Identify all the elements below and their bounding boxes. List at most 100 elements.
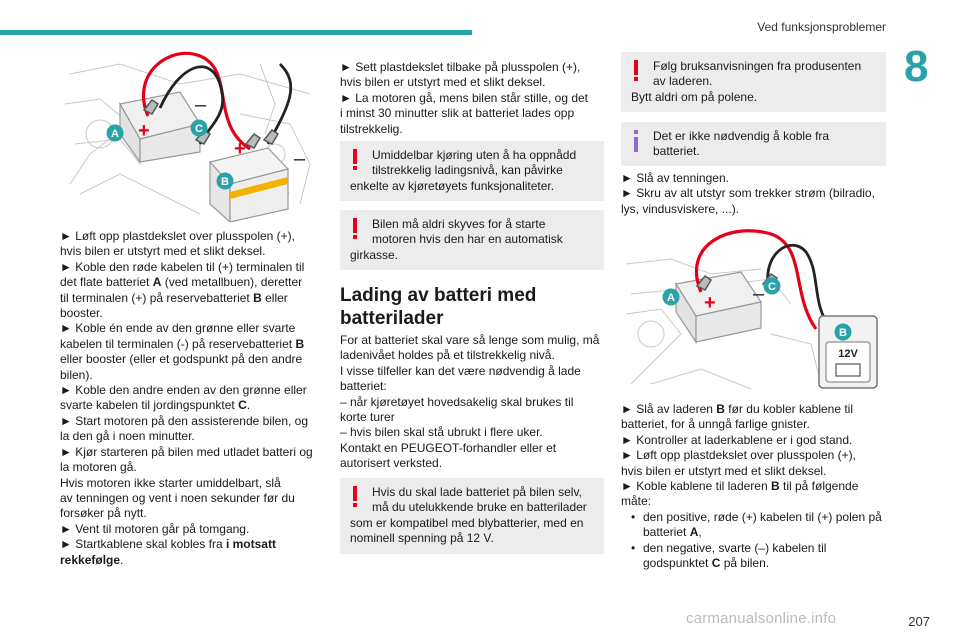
- instruction-line: ► Start motoren på den assisterende bile…: [60, 413, 309, 428]
- instruction-line: ► Kontroller at laderkablene er i god st…: [621, 432, 853, 447]
- instruction-line: tilstrekkelig.: [340, 121, 403, 136]
- warning-icon: [353, 149, 357, 170]
- instruction-line: forsøker på nytt.: [60, 506, 147, 521]
- note-line: Bilen må aldri skyves for å starte: [372, 217, 546, 231]
- body-line: Kontakt en PEUGEOT-forhandler eller et: [340, 440, 557, 455]
- chapter-title: Ved funksjonsproblemer: [757, 20, 886, 34]
- note-line: enkelte av kjøretøyets funksjonaliteter.: [350, 178, 555, 193]
- jump-start-illustration: + – + – A B C: [60, 44, 320, 222]
- col2-body: For at batteriet skal vare så lenge som …: [340, 333, 604, 472]
- bullet-icon: •: [631, 540, 636, 555]
- page-number: 207: [908, 614, 930, 629]
- minus-sign-a: –: [195, 94, 207, 116]
- body-line: – hvis bilen skal stå ubrukt i flere uke…: [340, 425, 543, 440]
- bullet-line: godspunktet C på bilen.: [643, 556, 770, 571]
- note-line: tilstrekkelig ladingsnivå, kan påvirke: [372, 163, 563, 178]
- warning-icon: [353, 486, 357, 507]
- col3-bullets: •den positive, røde (+) kabelen til (+) …: [621, 510, 886, 572]
- body-line: – når kjøretøyet hovedsakelig skal bruke…: [340, 394, 574, 409]
- label-a: A: [111, 128, 119, 140]
- bullet-line: •den positive, røde (+) kabelen til (+) …: [631, 510, 882, 524]
- warning-icon: [634, 60, 638, 81]
- instruction-line: rekkefølge.: [60, 552, 124, 567]
- note-line: girkasse.: [350, 247, 399, 262]
- chapter-number: 8: [904, 42, 929, 91]
- note-line: Umiddelbar kjøring uten å ha oppnådd: [372, 148, 577, 162]
- instruction-line: bilen).: [60, 367, 93, 382]
- instruction-line: ► Slå av tenningen.: [621, 171, 729, 185]
- col3-lines-b: ► Slå av laderen B før du kobler kablene…: [621, 402, 886, 510]
- col3-lines-a: ► Slå av tenningen.► Skru av alt utstyr …: [621, 171, 886, 217]
- minus-sign-b: –: [294, 148, 306, 170]
- note-line: av laderen.: [653, 74, 713, 89]
- heading-line: batterilader: [340, 308, 444, 329]
- instruction-line: ► Løft opp plastdekslet over plusspolen …: [621, 448, 856, 463]
- plus-sign-a: +: [138, 120, 150, 142]
- instruction-line: ► Skru av alt utstyr som trekker strøm (…: [621, 186, 875, 201]
- warning-icon: [353, 218, 357, 239]
- body-line: autorisert verksted.: [340, 456, 443, 471]
- instruction-line: la motoren gå.: [60, 460, 137, 475]
- note-line: Det er ikke nødvendig å koble fra: [653, 129, 830, 143]
- note-line: som er kompatibel med blybatterier, med …: [350, 515, 584, 530]
- body-line: For at batteriet skal vare så lenge som …: [340, 333, 600, 347]
- instruction-line: ► Koble kablene til laderen B til på føl…: [621, 479, 859, 494]
- instruction-line: ► Koble den andre enden av den grønne el…: [60, 383, 307, 398]
- col2-intro: ► Sett plastdekslet tilbake på plusspole…: [340, 60, 604, 137]
- instruction-line: ► Koble én ende av den grønne eller svar…: [60, 321, 296, 336]
- note-line: Bytt aldri om på polene.: [631, 89, 758, 104]
- instruction-line: ► Løft opp plastdekslet over plusspolen …: [60, 229, 295, 243]
- instruction-line: booster.: [60, 306, 103, 321]
- instruction-line: ► Vent til motoren går på tomgang.: [60, 521, 250, 536]
- instruction-line: av tenningen og vent i noen sekunder før…: [60, 490, 295, 505]
- instruction-line: hvis bilen er utstyrt med et slikt dekse…: [60, 244, 266, 259]
- note-line: batteriet.: [653, 144, 700, 159]
- note-line: Hvis du skal lade batteriet på bilen sel…: [372, 485, 582, 499]
- instruction-line: det flate batteriet A (ved metallbuen), …: [60, 275, 303, 290]
- heading-line: Lading av batteri med: [340, 285, 537, 306]
- instruction-line: eller booster (eller et godspunkt på den…: [60, 352, 303, 367]
- instruction-line: ► Sett plastdekslet tilbake på plusspole…: [340, 60, 581, 74]
- instruction-line: til terminalen (+) på reservebatteriet B…: [60, 290, 288, 305]
- body-line: korte turer: [340, 410, 395, 425]
- bullet-line: batteriet A,: [643, 525, 702, 540]
- label-b: B: [839, 327, 847, 339]
- col1-instructions: ► Løft opp plastdekslet over plusspolen …: [60, 229, 320, 568]
- minus-sign: –: [753, 283, 765, 305]
- label-c: C: [768, 281, 776, 293]
- info-icon: [634, 130, 638, 152]
- note-line: Følg bruksanvisningen fra produsenten: [653, 59, 862, 73]
- instruction-line: la den gå i noen minutter.: [60, 429, 195, 444]
- body-line: batteriet:: [340, 379, 387, 394]
- plus-sign: +: [704, 292, 716, 314]
- instruction-line: hvis bilen er utstyrt med et slikt dekse…: [621, 463, 827, 478]
- instruction-line: svarte kabelen til jordingspunktet C.: [60, 398, 251, 413]
- instruction-line: lys, vindusviskere, ...).: [621, 201, 740, 216]
- label-c: C: [195, 123, 203, 135]
- plus-sign-b: +: [234, 138, 246, 160]
- charger-voltage-label: 12V: [838, 348, 858, 360]
- body-line: ladenivået holdes på et tilstrekkelig ni…: [340, 348, 555, 363]
- label-b: B: [221, 176, 229, 188]
- label-a: A: [667, 292, 675, 304]
- instruction-line: ► La motoren gå, mens bilen står stille,…: [340, 90, 589, 105]
- watermark: carmanualsonline.info: [686, 610, 837, 627]
- charger-illustration: 12V + – A B C: [621, 224, 886, 392]
- instruction-line: i minst 30 minutter slik at batteriet la…: [340, 106, 575, 121]
- note-line: nominell spenning på 12 V.: [350, 531, 494, 546]
- instruction-line: kabelen til terminalen (-) på reservebat…: [60, 336, 305, 351]
- instruction-line: måte:: [621, 494, 652, 509]
- warning-box-charger-compatibility: Hvis du skal lade batteriet på bilen sel…: [340, 478, 604, 554]
- note-line: motoren hvis den har en automatisk: [372, 232, 563, 247]
- header-accent-bar: [0, 30, 472, 35]
- instruction-line: batteriet, for å unngå farlige gnister.: [621, 417, 810, 432]
- instruction-line: hvis bilen er utstyrt med et slikt dekse…: [340, 75, 546, 90]
- instruction-line: ► Startkablene skal kobles fra i motsatt: [60, 537, 276, 552]
- body-line: I visse tilfeller kan det være nødvendig…: [340, 363, 581, 378]
- instruction-line: ► Kjør starteren på bilen med utladet ba…: [60, 444, 313, 459]
